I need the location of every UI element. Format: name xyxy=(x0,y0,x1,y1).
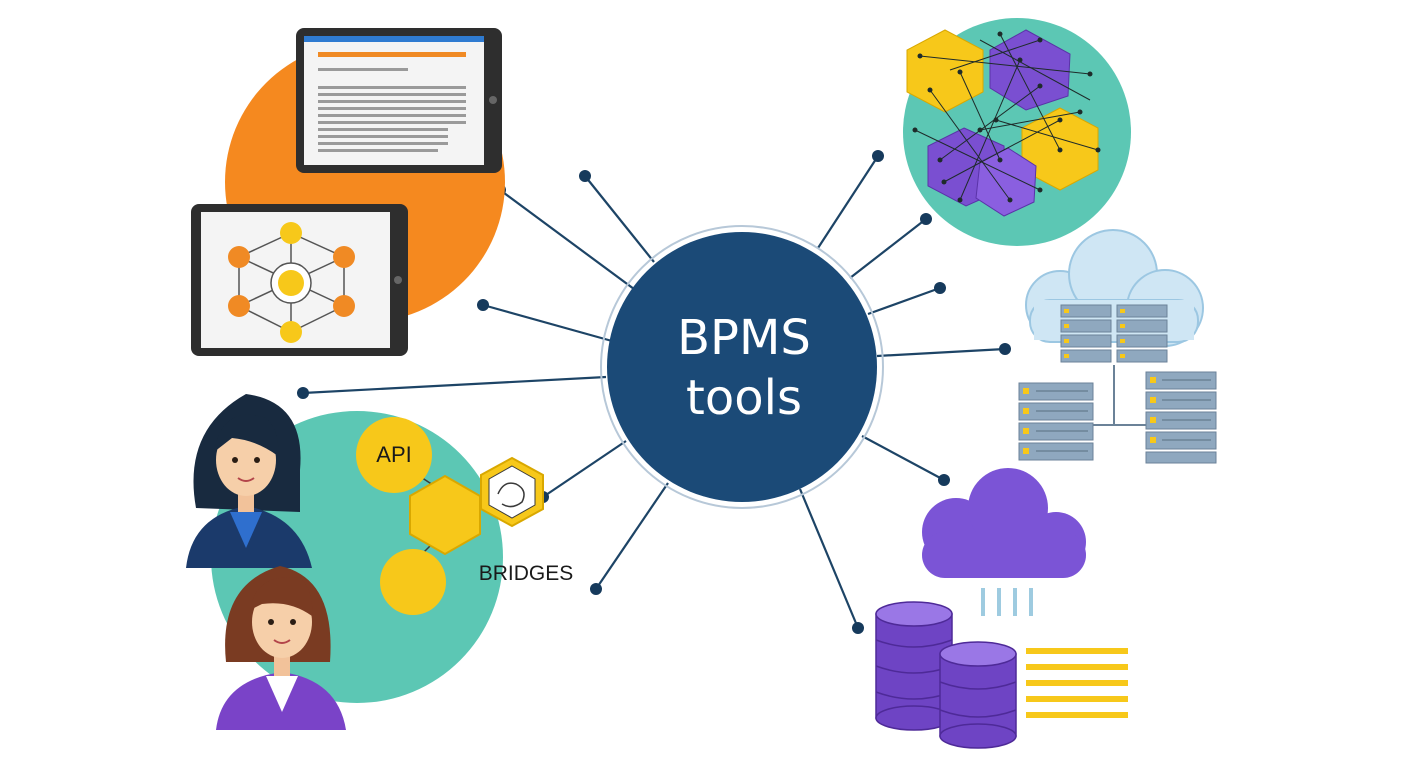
document-tablet-icon xyxy=(296,28,502,173)
connector-line xyxy=(302,375,607,395)
connector-line xyxy=(499,189,639,293)
connectors xyxy=(302,155,1006,629)
hub-circle xyxy=(607,232,877,502)
connector-line xyxy=(817,155,879,249)
connector-line xyxy=(861,435,945,481)
api-hexagon-icon xyxy=(356,417,544,615)
connector-line xyxy=(798,488,860,629)
connector-dot xyxy=(477,299,489,311)
hub-title-line-2: tools xyxy=(686,370,802,426)
bridges-label: BRIDGES xyxy=(479,562,574,585)
connector-dot xyxy=(579,170,591,182)
connector-line xyxy=(482,303,613,343)
connector-line xyxy=(584,175,655,263)
connector-dot xyxy=(938,474,950,486)
connector-line xyxy=(867,286,941,316)
cloud-server-icon xyxy=(1025,229,1204,363)
businesswoman-icon xyxy=(186,394,346,730)
connector-dot xyxy=(934,282,946,294)
workflow-tablet-icon xyxy=(191,204,408,356)
database-icon xyxy=(875,601,1128,749)
api-label: API xyxy=(376,442,411,467)
connector-dot xyxy=(872,150,884,162)
connector-dot xyxy=(999,343,1011,355)
hub-ring xyxy=(600,225,884,509)
server-rack-icon xyxy=(1018,365,1217,464)
rain-cloud-icon xyxy=(922,468,1086,616)
connector-line xyxy=(849,218,927,279)
connector-line xyxy=(542,440,627,498)
hexagon-network-icon xyxy=(903,18,1131,246)
connector-dot xyxy=(852,622,864,634)
connector-dot xyxy=(590,583,602,595)
hub: BPMS tools xyxy=(600,225,884,509)
connector-dot xyxy=(920,213,932,225)
hub-title-line-1: BPMS xyxy=(677,310,811,366)
connector-line xyxy=(876,347,1006,358)
connector-dot xyxy=(297,387,309,399)
connector-line xyxy=(595,482,669,590)
